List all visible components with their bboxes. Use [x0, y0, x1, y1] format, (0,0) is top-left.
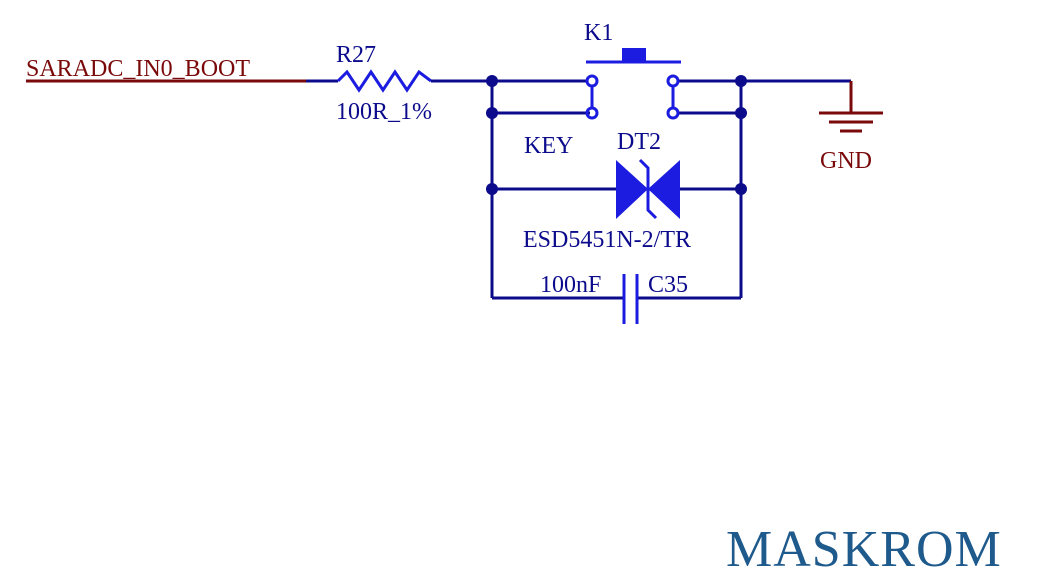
junction-dot	[486, 75, 498, 87]
page-title: MASKROM	[726, 521, 1002, 572]
switch-terminal	[585, 74, 599, 88]
net-label: SARADC_IN0_BOOT	[26, 56, 250, 82]
tvs-part-number: ESD5451N-2/TR	[523, 227, 691, 253]
resistor-ref: R27	[336, 42, 376, 68]
tvs-ref: DT2	[617, 129, 661, 155]
resistor-symbol	[336, 69, 432, 93]
switch-label: KEY	[524, 133, 573, 159]
junction-dot	[486, 107, 498, 119]
junction-dot	[735, 183, 747, 195]
switch-terminal	[666, 74, 680, 88]
switch-button-cap	[622, 48, 646, 62]
net-saradc-in0-boot: SARADC_IN0_BOOT	[26, 56, 306, 83]
ground-label: GND	[820, 148, 872, 174]
capacitor-value: 100nF	[540, 272, 601, 298]
resistor-value: 100R_1%	[336, 99, 432, 125]
junction-dot	[735, 75, 747, 87]
junctions	[486, 75, 747, 195]
junction-dot	[486, 183, 498, 195]
tvs-triangle-left	[616, 160, 648, 219]
tvs-triangle-right	[648, 160, 680, 219]
junction-dot	[735, 107, 747, 119]
capacitor-ref: C35	[648, 272, 688, 298]
switch-terminal	[666, 106, 680, 120]
switch-k1: K1 KEY	[492, 20, 741, 159]
resistor-r27: R27 100R_1%	[306, 42, 492, 125]
tvs-diode-dt2: DT2 ESD5451N-2/TR	[492, 129, 741, 253]
switch-terminal	[585, 106, 599, 120]
switch-ref: K1	[584, 20, 613, 46]
tvs-bar	[638, 158, 658, 220]
ground-symbol: GND	[741, 79, 883, 174]
capacitor-c35: 100nF C35	[492, 272, 741, 324]
